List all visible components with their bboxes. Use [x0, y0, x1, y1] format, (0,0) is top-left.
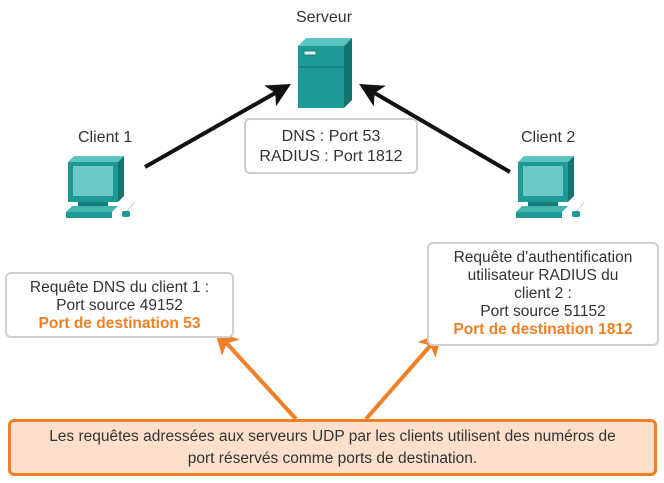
explanation-note: Les requêtes adressées aux serveurs UDP … — [8, 419, 657, 476]
client2-source-port: Port source 51152 — [480, 303, 606, 320]
client1-destination-port: Port de destination 53 — [38, 315, 201, 332]
client2-request-title-1: Requête d'authentification — [453, 249, 633, 266]
server-port-dns: DNS : Port 53 — [281, 128, 381, 145]
arrow-note-to-client1-box — [214, 330, 298, 421]
arrow-note-to-client2-box — [364, 331, 443, 421]
client2-request-box: Requête d'authentification utilisateur R… — [427, 242, 659, 346]
arrow-client1-to-server — [144, 84, 291, 169]
note-line-2: port réservés comme ports de destination… — [187, 450, 478, 467]
client1-request-box: Requête DNS du client 1 : Port source 49… — [5, 272, 234, 338]
arrow-client2-to-server — [359, 83, 512, 174]
client1-request-title: Requête DNS du client 1 : — [29, 279, 210, 296]
client1-computer-icon — [66, 156, 135, 218]
note-line-1: Les requêtes adressées aux serveurs UDP … — [49, 428, 616, 445]
client1-label: Client 1 — [78, 129, 133, 146]
server-icon — [298, 38, 352, 108]
client2-label: Client 2 — [521, 129, 576, 146]
server-label: Serveur — [296, 9, 353, 26]
client2-request-title-3: client 2 : — [514, 285, 572, 302]
server-ports-box: DNS : Port 53 RADIUS : Port 1812 — [244, 118, 418, 174]
client2-computer-icon — [516, 156, 585, 218]
client2-destination-port: Port de destination 1812 — [453, 321, 633, 338]
client1-source-port: Port source 49152 — [56, 297, 183, 314]
server-port-radius: RADIUS : Port 1812 — [259, 148, 403, 165]
client2-request-title-2: utilisateur RADIUS du — [467, 267, 619, 284]
